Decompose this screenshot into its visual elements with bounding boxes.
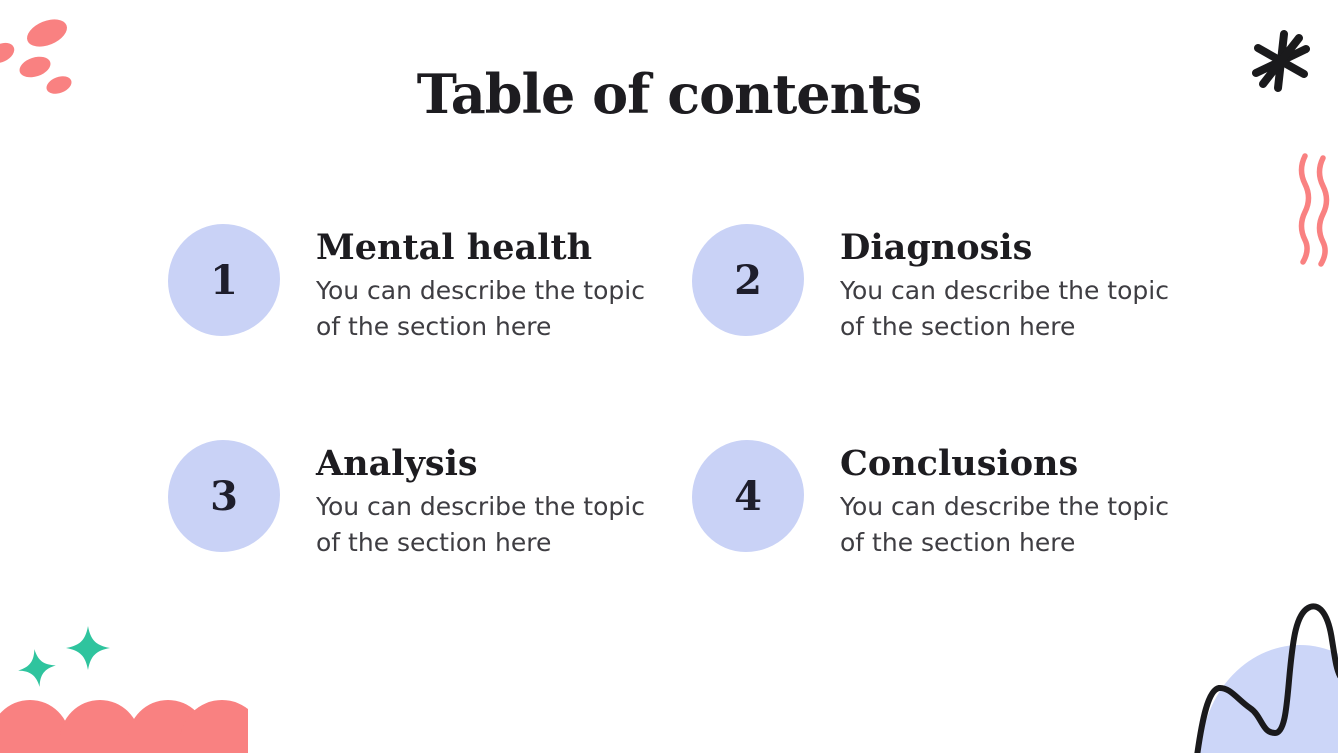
item-description: You can describe the topic of the sectio… (316, 492, 645, 557)
toc-item-mental-health[interactable]: 1 Mental health You can describe the top… (168, 224, 646, 345)
item-title: Diagnosis (840, 227, 1033, 268)
number-badge: 1 (168, 224, 280, 336)
page-title: Table of contents (416, 62, 923, 126)
item-number: 4 (734, 472, 762, 520)
item-title: Conclusions (840, 443, 1079, 484)
scallop-shape-icon (0, 700, 248, 753)
number-badge: 3 (168, 440, 280, 552)
number-badge: 2 (692, 224, 804, 336)
item-title: Mental health (316, 227, 593, 268)
item-number: 1 (210, 256, 238, 304)
blob-squiggle-icon (1194, 603, 1338, 753)
number-badge: 4 (692, 440, 804, 552)
item-description: You can describe the topic of the sectio… (840, 276, 1169, 341)
toc-item-diagnosis[interactable]: 2 Diagnosis You can describe the topic o… (692, 224, 1170, 345)
sparkles-icon (18, 626, 110, 687)
wavy-lines-icon (1298, 153, 1330, 267)
item-description: You can describe the topic of the sectio… (316, 276, 645, 341)
toc-item-conclusions[interactable]: 4 Conclusions You can describe the topic… (692, 440, 1170, 561)
item-number: 2 (734, 256, 762, 304)
item-number: 3 (210, 472, 238, 520)
item-title: Analysis (316, 443, 478, 484)
toc-item-analysis[interactable]: 3 Analysis You can describe the topic of… (168, 440, 646, 561)
item-description: You can describe the topic of the sectio… (840, 492, 1169, 557)
